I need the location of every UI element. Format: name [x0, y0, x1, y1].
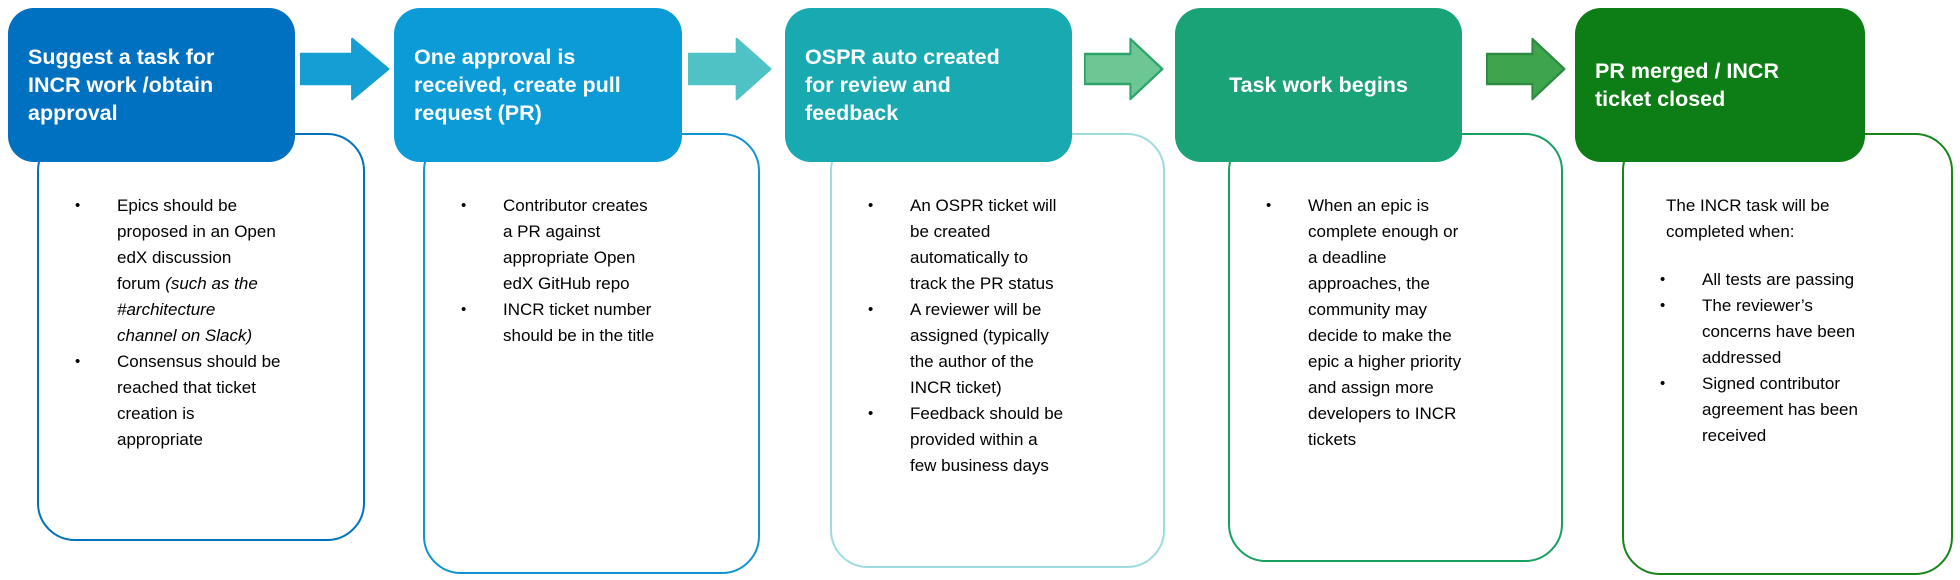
stage-header-line: received, create pull — [414, 73, 621, 97]
bullet-marker: • — [1660, 271, 1666, 288]
bullet-item: • The reviewer’s concerns have been addre… — [1624, 293, 1941, 371]
stage-detail-box: • An OSPR ticket will be created automati… — [830, 133, 1165, 568]
bullet-text-segment: A reviewer will be assigned (typically t… — [910, 300, 1049, 397]
bullet-item: • Contributor creates a PR against approp… — [425, 193, 748, 297]
flow-arrow — [300, 37, 390, 101]
stage-bullet-list: • An OSPR ticket will be created automati… — [832, 193, 1153, 479]
bullet-marker: • — [1266, 197, 1272, 214]
flow-arrow — [1486, 37, 1566, 101]
stage-bullet-list: • Contributor creates a PR against approp… — [425, 193, 748, 349]
bullet-text-segment: All tests are passing — [1702, 270, 1855, 289]
stage-header-box: Task work begins — [1175, 8, 1462, 162]
stage-detail-box: • Epics should be proposed in an Open edX… — [37, 133, 365, 541]
bullet-text-segment: When an epic is complete enough or a dea… — [1308, 196, 1462, 449]
stage-header-line: One approval is — [414, 45, 576, 69]
bullet-item: • INCR ticket number should be in the tit… — [425, 297, 748, 349]
stage-header-line: Suggest a task for — [28, 45, 215, 69]
stage-header-line: INCR work /obtain — [28, 73, 214, 97]
flow-arrow — [1084, 37, 1164, 101]
bullet-marker: • — [461, 197, 467, 214]
stage-header-line: ticket closed — [1595, 87, 1726, 111]
bullet-text: A reviewer will be assigned (typically t… — [910, 300, 1049, 397]
bullet-text-segment: An OSPR ticket will be created automatic… — [910, 196, 1057, 293]
bullet-text-segment: INCR ticket number should be in the titl… — [503, 300, 655, 345]
stage-bullet-list: • All tests are passing • The reviewer’s co… — [1624, 267, 1941, 449]
bullet-item: • Epics should be proposed in an Open edX… — [39, 193, 353, 349]
bullet-marker: • — [75, 353, 81, 370]
stage-detail-box: The INCR task will be completed when: • Al… — [1622, 133, 1953, 575]
bullet-item: • Signed contributor agreement has been r… — [1624, 371, 1941, 449]
bullet-text: An OSPR ticket will be created automatic… — [910, 196, 1056, 293]
bullet-text: Feedback should be provided within a few… — [910, 404, 1063, 475]
bullet-text: Epics should be proposed in an Open edX … — [117, 196, 276, 345]
bullet-marker: • — [868, 405, 874, 422]
bullet-marker: • — [868, 301, 874, 318]
bullet-text-segment: Signed contributor agreement has been re… — [1702, 374, 1858, 445]
bullet-text: Signed contributor agreement has been re… — [1702, 374, 1858, 445]
stage-header-line: PR merged / INCR — [1595, 59, 1779, 83]
bullet-marker: • — [461, 301, 467, 318]
bullet-item: • An OSPR ticket will be created automati… — [832, 193, 1153, 297]
stage-header-box: OSPR auto created for review and feedback — [785, 8, 1072, 162]
bullet-text-segment: Consensus should be reached that ticket … — [117, 352, 281, 449]
bullet-marker: • — [1660, 297, 1666, 314]
stage-header-line: request (PR) — [414, 101, 542, 125]
detail-intro-text: The INCR task will be completed when: — [1666, 196, 1830, 241]
bullet-text: Contributor creates a PR against appropr… — [503, 196, 648, 293]
bullet-text: All tests are passing — [1702, 270, 1854, 289]
bullet-text: When an epic is complete enough or a dea… — [1308, 196, 1461, 449]
stage-bullet-list: • Epics should be proposed in an Open edX… — [39, 193, 353, 453]
stage-header-box: One approval is received, create pull requ… — [394, 8, 682, 162]
bullet-text: The reviewer’s concerns have been addres… — [1702, 296, 1855, 367]
bullet-item: • Consensus should be reached that ticket… — [39, 349, 353, 453]
bullet-item: • When an epic is complete enough or a de… — [1230, 193, 1551, 453]
stage-header-box: PR merged / INCR ticket closed — [1575, 8, 1865, 162]
bullet-marker: • — [1660, 375, 1666, 392]
stage-header-line: for review and — [805, 73, 951, 97]
stage-detail-box: • When an epic is complete enough or a de… — [1228, 133, 1563, 562]
bullet-marker: • — [868, 197, 874, 214]
bullet-marker: • — [75, 197, 81, 214]
stage-detail-box: • Contributor creates a PR against approp… — [423, 133, 760, 574]
stage-header-line: OSPR auto created — [805, 45, 1000, 69]
bullet-item: • A reviewer will be assigned (typically … — [832, 297, 1153, 401]
bullet-item: • All tests are passing — [1624, 267, 1941, 293]
bullet-text: Consensus should be reached that ticket … — [117, 352, 281, 449]
stage-header-line: Task work begins — [1229, 73, 1408, 97]
stage-header-line: approval — [28, 101, 118, 125]
stage-header-line: feedback — [805, 101, 899, 125]
bullet-text: INCR ticket number should be in the titl… — [503, 300, 654, 345]
bullet-text-segment: Feedback should be provided within a few… — [910, 404, 1064, 475]
bullet-text-segment: Contributor creates a PR against appropr… — [503, 196, 648, 293]
bullet-text-segment: The reviewer’s concerns have been addres… — [1702, 296, 1856, 367]
bullet-text-segment: (such as the #architecture channel on Sl… — [117, 274, 258, 345]
bullet-item: • Feedback should be provided within a fe… — [832, 401, 1153, 479]
flow-arrow — [688, 37, 772, 101]
bullet-text-segment: Epics should be proposed in an Open edX … — [117, 196, 276, 293]
stage-bullet-list: • When an epic is complete enough or a de… — [1230, 193, 1551, 453]
